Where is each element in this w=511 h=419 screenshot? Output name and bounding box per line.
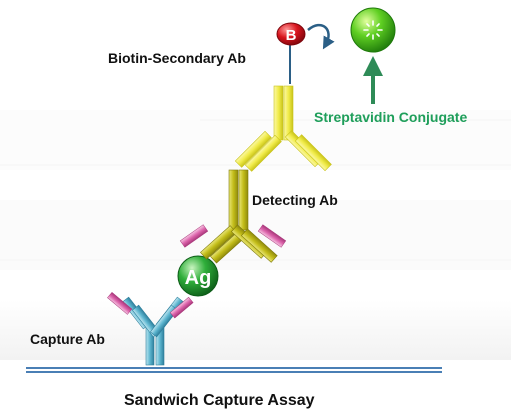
biotin: B [276, 22, 306, 46]
detecting-antibody [179, 169, 287, 264]
biotin-secondary-ab-label: Biotin-Secondary Ab [108, 50, 246, 66]
biotin-label: B [286, 27, 297, 44]
streptavidin-conjugate-label: Streptavidin Conjugate [314, 109, 468, 125]
background-bands [0, 110, 511, 360]
capture-ab-label: Capture Ab [30, 331, 105, 347]
binding-arrow [307, 23, 335, 50]
capture-antibody [107, 291, 194, 366]
detecting-ab-label: Detecting Ab [252, 192, 338, 208]
streptavidin-sphere-icon [350, 7, 396, 53]
streptavidin-conjugate [350, 7, 396, 53]
antigen: Ag [177, 255, 219, 297]
sparkle-icon [363, 20, 383, 40]
biotin-badge-icon [276, 22, 306, 46]
antigen-sphere-icon [177, 255, 219, 297]
plate-surface [26, 367, 442, 373]
biotin-secondary-antibody [234, 44, 332, 172]
antigen-label: Ag [185, 267, 212, 289]
diagram-title: Sandwich Capture Assay [124, 392, 315, 409]
